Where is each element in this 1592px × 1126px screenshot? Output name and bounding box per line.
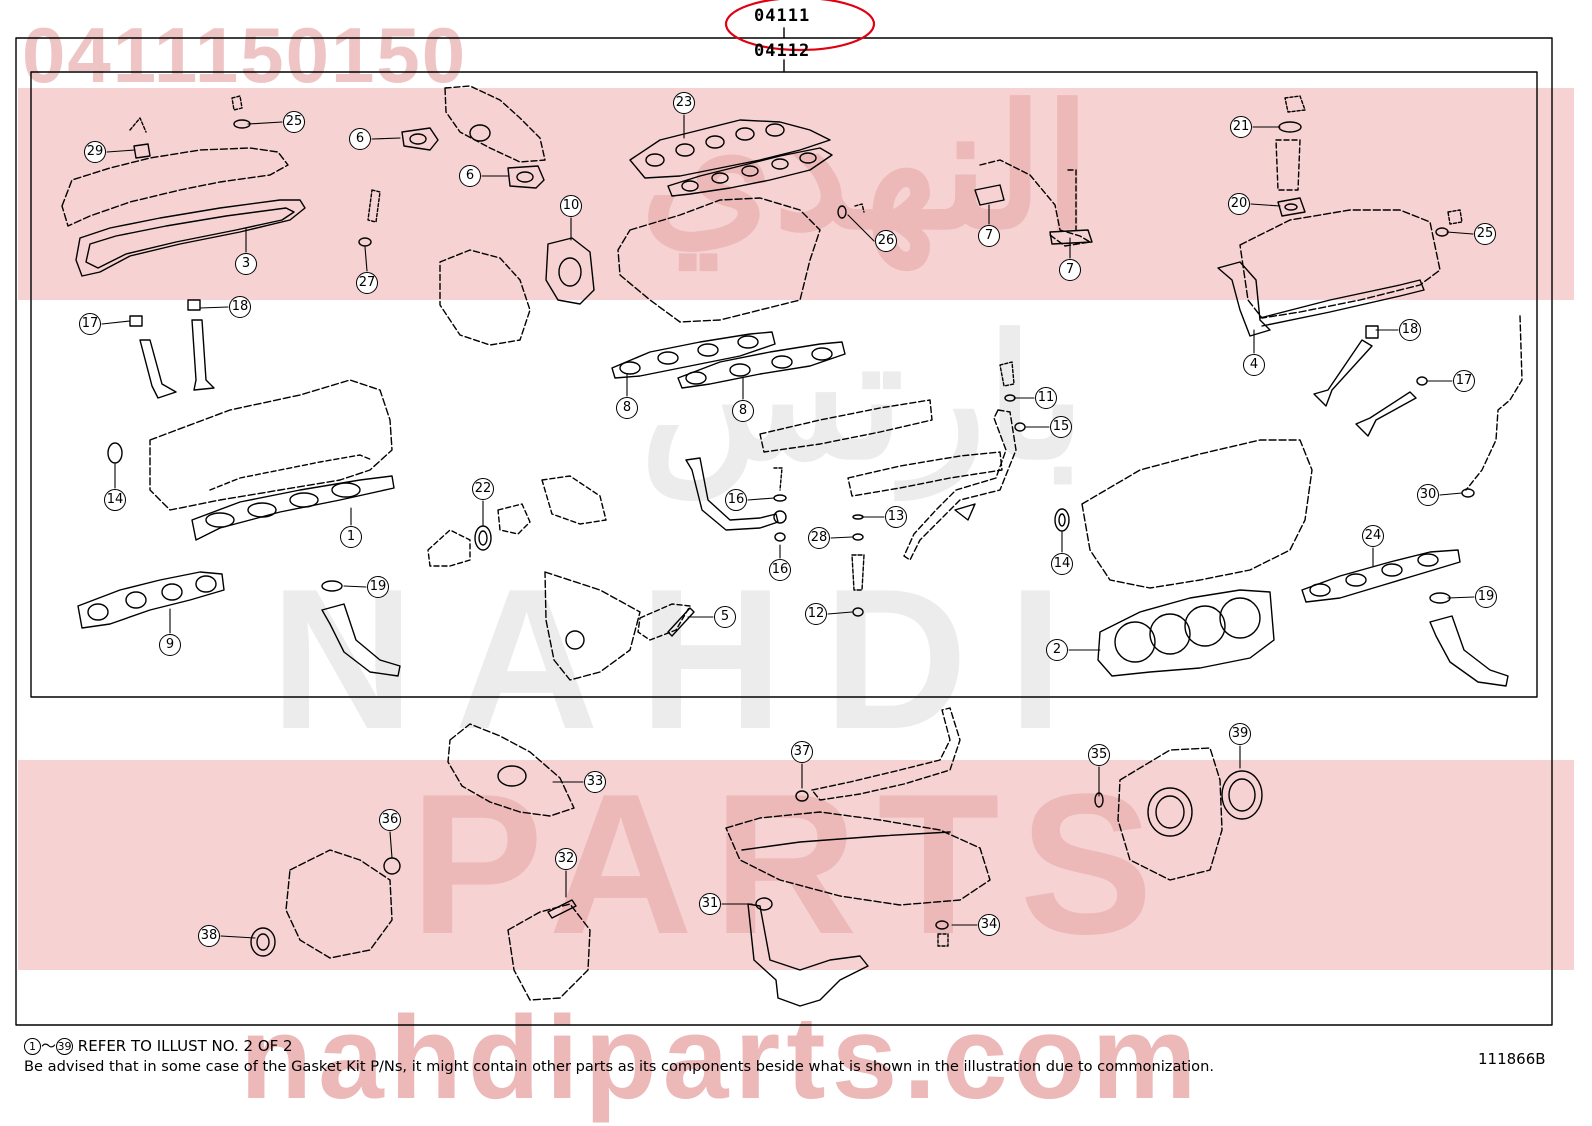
water-inlet-pipe-37 [811,707,961,801]
callout: 3 [235,253,257,275]
water-outlet-pipe [979,159,1091,247]
callout: 26 [875,230,897,252]
exhaust-gasket-24 [1301,549,1461,603]
callout: 39 [1229,723,1251,745]
inner-kit-frame [30,71,1538,698]
callout: 15 [1050,416,1072,438]
callout: 34 [978,914,1000,936]
exploded-parts-diagram [15,0,1553,1026]
timing-chain-cover [544,571,641,681]
callout: 7 [978,225,1000,247]
intake-plenum [617,197,821,323]
callout: 1 [340,526,362,548]
callout: 8 [732,400,754,422]
water-pump-33 [447,723,575,817]
callout: 19 [1475,586,1497,608]
callout: 31 [699,893,721,915]
reference-code: 111866B [1478,1050,1546,1068]
valve-18-left [191,319,215,391]
range-end-circle: 39 [56,1038,74,1055]
callout: 13 [885,506,907,528]
callout: 9 [159,634,181,656]
callout: 6 [349,128,371,150]
callout: 18 [229,296,251,318]
refer-text: REFER TO ILLUST NO. 2 OF 2 [77,1037,293,1055]
leader-lines [101,114,1475,939]
callout: 30 [1417,484,1439,506]
valve-18-right [1313,339,1373,407]
callout: 4 [1243,354,1265,376]
head-gasket-2 [1097,589,1275,677]
callout: 11 [1035,387,1057,409]
exhaust-gasket-8a [611,331,776,379]
callout: 23 [673,92,695,114]
plug-29 [133,143,151,159]
watermark-band-top [18,88,1574,300]
callout: 16 [769,559,791,581]
watermark-parts: PARTS [410,753,1173,976]
callout: 17 [79,313,101,335]
valve-17-right [1355,391,1417,437]
cylinder-head-right [1081,439,1313,589]
water-bypass-pipe [903,409,1017,561]
callout: 7 [1059,259,1081,281]
footer-note: Be advised that in some case of the Gask… [24,1058,1214,1075]
callout: 25 [1474,223,1496,245]
callout: 8 [616,397,638,419]
callout: 25 [283,111,305,133]
gasket-6-lower [507,165,545,189]
callout: 28 [808,527,830,549]
callout: 14 [1051,553,1073,575]
callout: 10 [560,195,582,217]
callout: 6 [459,165,481,187]
footer-refer-line: 1～39 REFER TO ILLUST NO. 2 OF 2 [24,1035,293,1056]
cylinder-head-left [149,379,393,511]
exhaust-gasket-9 [77,571,225,629]
callout: 27 [356,272,378,294]
watermark-part-number: 0411150150 [22,11,468,99]
callout: 33 [584,771,606,793]
callout: 37 [791,741,813,763]
kit-label-inner: 04112 [754,41,811,61]
callout: 21 [1230,116,1252,138]
outer-kit-frame [15,37,1553,1026]
range-tilde: ～ [41,1037,57,1055]
callout: 18 [1399,319,1421,341]
highlight-ring [724,0,876,52]
callout: 35 [1088,744,1110,766]
callout: 22 [472,478,494,500]
valve-cover-left [61,147,289,227]
callout: 20 [1228,193,1250,215]
valve-17-left [139,339,177,399]
oil-pump-32 [507,903,591,1001]
callout: 29 [84,141,106,163]
valve-cover-right [1239,209,1441,319]
valve-cover-gasket-left [75,199,306,277]
callout: 19 [367,576,389,598]
valve-cover-gasket-right [1217,261,1271,337]
oil-level-gauge-guide [685,457,779,531]
callout: 2 [1046,639,1068,661]
kit-label-outer: 04111 [754,6,811,26]
range-start-circle: 1 [24,1038,41,1055]
intake-manifold-gasket [629,119,831,179]
callout: 5 [714,606,736,628]
timing-cover-36 [285,849,393,959]
callout: 38 [198,925,220,947]
callout: 17 [1453,370,1475,392]
callout: 14 [104,489,126,511]
head-gasket-1 [191,475,395,541]
callout: 36 [379,809,401,831]
exhaust-gasket-8b [677,341,846,389]
callout: 16 [725,489,747,511]
gasket-6-upper [401,127,439,151]
callout: 32 [555,848,577,870]
callout: 24 [1362,525,1384,547]
watermark-brand: NAHDI [270,548,1104,771]
oil-pan [725,811,991,906]
throttle-gasket-10 [545,237,595,305]
oil-strainer-31 [747,903,869,1007]
rear-oil-seal-retainer [1117,747,1223,881]
callout: 12 [805,603,827,625]
